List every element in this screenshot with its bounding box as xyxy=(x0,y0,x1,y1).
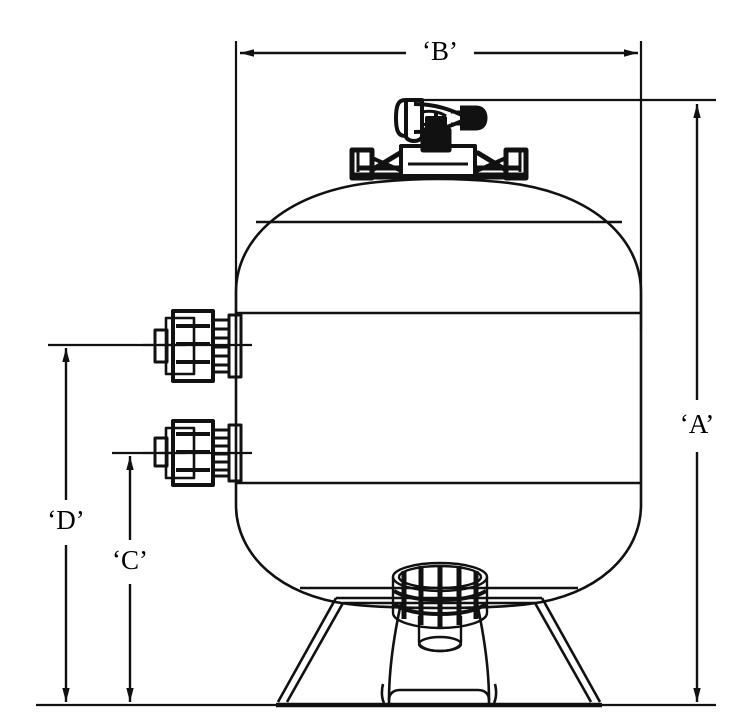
upper-side-port xyxy=(153,309,243,383)
tank-body xyxy=(234,177,643,610)
dimension-label-d: ‘D’ xyxy=(47,505,84,535)
lower-side-port xyxy=(153,419,243,487)
dimension-label-c: ‘C’ xyxy=(112,545,148,575)
multiport-valve xyxy=(394,98,488,153)
drain-assembly xyxy=(391,561,489,653)
dimension-label-a: ‘A’ xyxy=(680,409,715,439)
base-stand xyxy=(276,596,602,708)
valve-clamp-ring xyxy=(349,144,529,181)
dimension-label-b: ‘B’ xyxy=(422,36,458,66)
